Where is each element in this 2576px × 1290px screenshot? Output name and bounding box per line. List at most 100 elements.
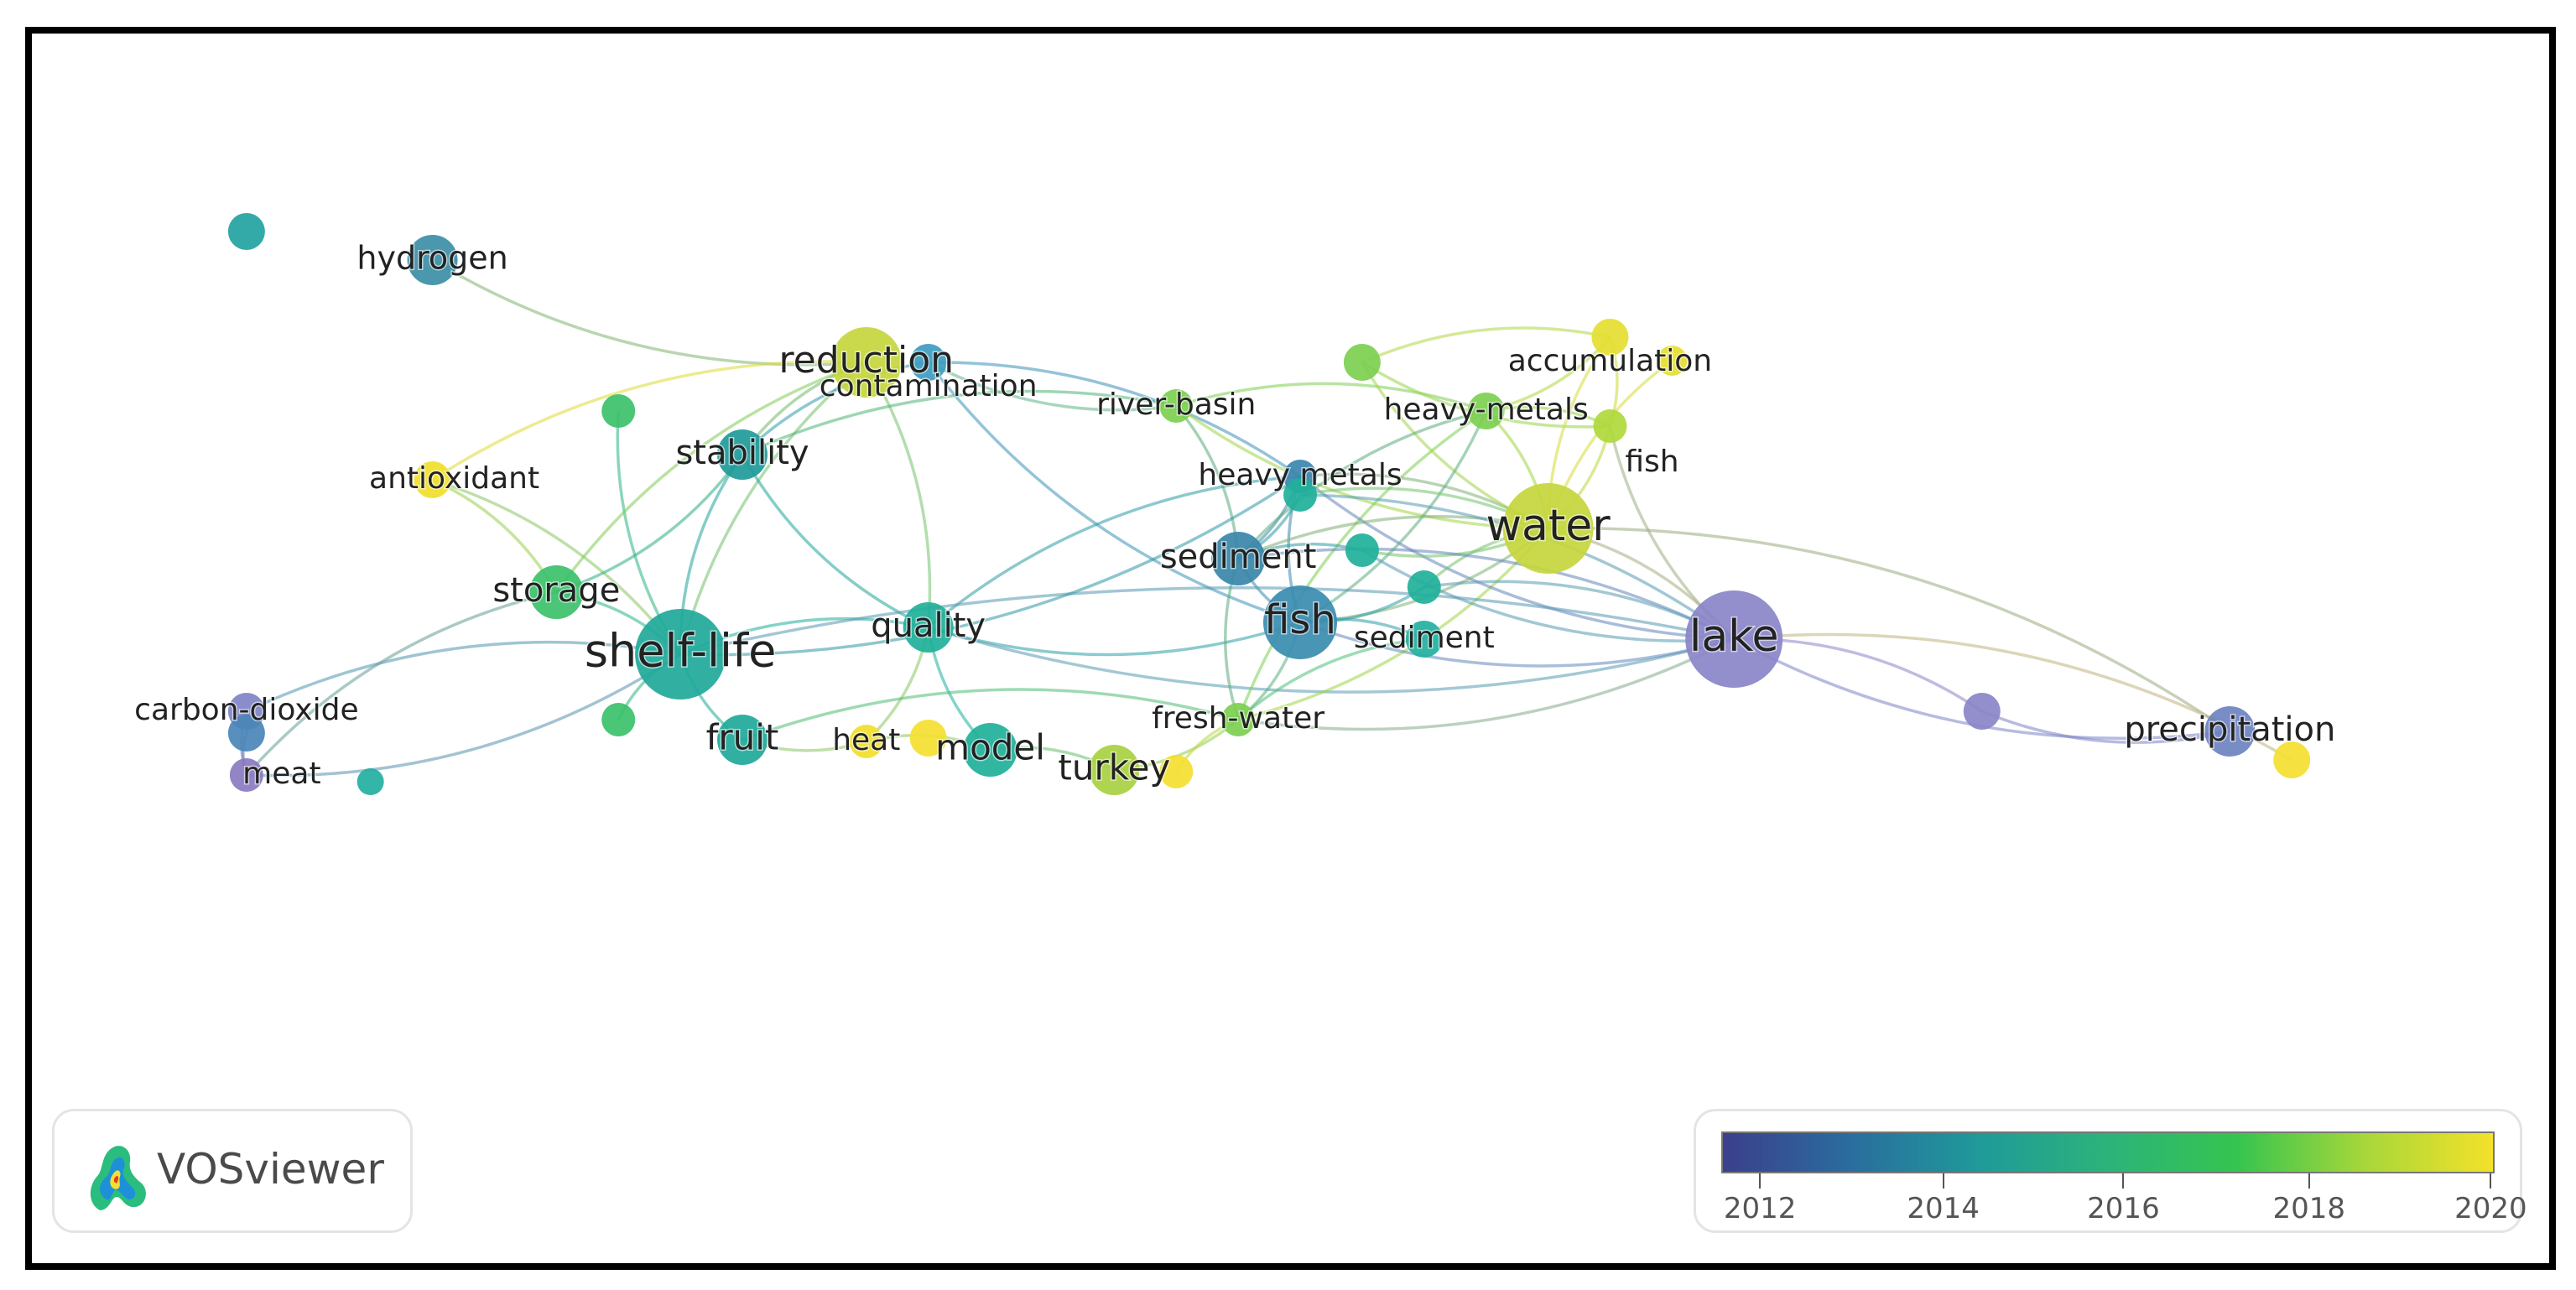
node-label-lake: lake [1689,611,1779,662]
node-lake[interactable] [1685,590,1783,688]
node-water[interactable] [1502,483,1594,574]
vosviewer-logo-icon [90,1146,146,1210]
edge-stability-contamination [741,361,929,456]
edge-n_green_top-accumulation [1361,326,1611,364]
node-fish2[interactable] [1593,409,1627,443]
edge-reduction-quality [865,362,932,628]
node-meat[interactable] [229,758,263,792]
node-river-basin[interactable] [1159,389,1194,423]
node-accumulation[interactable] [1591,319,1629,356]
edge-heavy-metals-sediment [1236,409,1487,560]
node-sediment2[interactable] [1405,621,1443,658]
legend-tick-label-2014: 2014 [1907,1192,1980,1225]
legend-tick-2016 [2122,1173,2125,1189]
node-n_purple_pr[interactable] [1963,693,2001,730]
vosviewer-logo: VOSviewer [52,1109,413,1233]
node-hydrogen2[interactable] [227,213,265,250]
legend-tick-2014 [1942,1173,1944,1189]
node-label-shelf-life: shelf-life [585,625,776,678]
edge-storage-stability [555,453,744,594]
node-antioxidant[interactable] [414,461,451,498]
edge-fish-lake [1299,621,1735,668]
node-label-turkey: turkey [1058,747,1170,788]
node-label-storage: storage [492,571,620,610]
node-n_green_top[interactable] [1343,344,1381,381]
edge-fresh-water-sediment2 [1236,637,1424,721]
node-n_blue_cd[interactable] [227,715,265,752]
node-n_teal_1[interactable] [1283,478,1317,512]
node-n_yellow_acc[interactable] [1657,346,1688,376]
node-label-fish: fish [1264,596,1336,643]
node-label-fish2: fish [1625,445,1678,479]
edge-reduction-hydrogen [431,258,866,367]
node-label-river-basin: river-basin [1096,388,1256,422]
edge-river-basin-heavy-metals [1175,382,1487,413]
node-label-antioxidant: antioxidant [369,461,539,496]
node-n_yellow_heat[interactable] [909,720,947,757]
edge-heavy-metals-sp-lake [1298,475,1735,641]
edge-fresh-water-lake [1237,637,1736,731]
node-fish[interactable] [1263,585,1337,659]
node-n_green_sl[interactable] [601,703,636,736]
node-n_teal_3[interactable] [1407,570,1441,604]
node-label-quality: quality [871,606,986,645]
node-precipitation[interactable] [2204,706,2256,757]
color-scale-bar [1721,1131,2495,1173]
node-n_yellow_turkey[interactable] [1159,755,1194,788]
node-storage[interactable] [529,565,584,619]
node-n_yellow_pr[interactable] [2273,741,2311,778]
node-fruit[interactable] [717,715,768,765]
node-stability[interactable] [717,429,768,480]
node-n_teal_meat[interactable] [356,768,384,795]
labels-layer: hydrogen reduction antioxidant stability sto… [133,238,2337,793]
node-label-carbon-dioxide: carbon-dioxide [134,693,358,727]
edge-contamination-heavy-metals-sp [928,361,1301,478]
node-label-fruit: fruit [706,717,779,758]
node-contamination[interactable] [909,344,947,381]
node-label-heavy-metals: heavy-metals [1384,393,1589,427]
edge-reduction-antioxidant [431,360,866,481]
legend-tick-2012 [1759,1173,1762,1189]
edge-shelf-life-reduction [679,361,867,655]
node-label-hydrogen: hydrogen [356,240,507,277]
edge-quality-heavy-metals-sp [927,475,1301,629]
node-sediment[interactable] [1211,532,1266,585]
edge-contamination-fish [927,361,1301,624]
edge-shelf-life-carbon-dioxide [246,640,681,713]
node-label-sediment: sediment [1160,538,1317,576]
edge-n_teal_2-lake [1361,549,1735,643]
legend-tick-label-2012: 2012 [1723,1192,1797,1225]
node-turkey[interactable] [1089,745,1140,795]
node-label-heavy-metals-sp: heavy metals [1198,458,1402,492]
node-heavy-metals[interactable] [1467,393,1505,429]
node-label-meat: meat [242,757,320,791]
edge-contamination-river-basin [927,361,1177,412]
node-n_green_small[interactable] [601,394,636,428]
node-label-stability: stability [675,434,809,472]
edge-heavy-metals-fish [1299,410,1488,624]
node-label-reduction: reduction [779,339,954,382]
node-label-sediment2: sediment [1354,621,1495,655]
edge-stability-quality [741,454,929,629]
node-shelf-life[interactable] [635,609,726,700]
edge-n_purple_pr-precipitation [1981,710,2230,744]
node-quality[interactable] [903,602,954,653]
node-model[interactable] [963,723,1017,777]
edge-shelf-life-meat [246,653,682,778]
legend-tick-label-2020: 2020 [2454,1192,2527,1225]
vosviewer-logo-text: VOSviewer [157,1145,384,1194]
node-label-fresh-water: fresh-water [1152,701,1324,736]
node-label-model: model [935,727,1045,768]
node-hydrogen[interactable] [407,235,458,285]
node-label-heat: heat [832,723,900,757]
legend-tick-2018 [2308,1173,2310,1189]
edge-storage-reduction [554,361,867,594]
node-label-contamination: contamination [820,369,1038,403]
edge-fruit-fresh-water [742,688,1239,741]
node-reduction[interactable] [830,327,902,398]
node-n_teal_2[interactable] [1345,533,1379,567]
node-fresh-water[interactable] [1221,703,1256,736]
node-heat[interactable] [849,725,883,758]
